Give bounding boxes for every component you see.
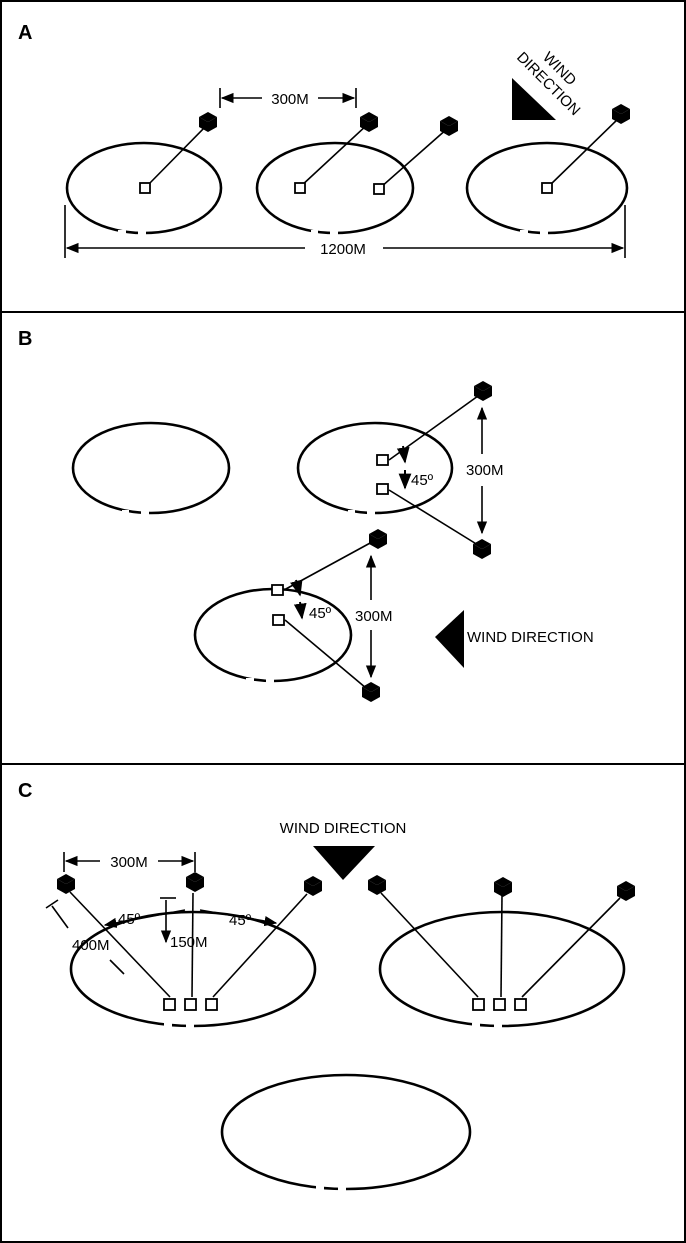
panel-b-angle-arrow [396,445,410,464]
cube-icon [473,539,491,559]
panel-b-angle-upper: 45º [411,472,434,489]
cube-icon [474,381,492,401]
panel-a-dim-300: 300M [271,91,309,108]
panel-c-angle-right: 45º [229,912,252,929]
panel-c-label: C [18,780,32,802]
cube-icon [199,112,217,132]
panel-c-line [380,892,479,998]
panel-a-label: A [18,22,32,44]
wind-triangle-icon [435,610,464,668]
square-marker-icon [184,998,197,1011]
panel-c-line [521,897,621,998]
square-marker-icon [373,183,385,195]
panel-c-dim-tick [45,899,59,909]
cube-icon [57,874,75,894]
panel-c-line [212,893,308,998]
panel-a-line-3 [379,127,449,189]
square-marker-icon [541,182,553,194]
square-marker-icon [472,998,485,1011]
panel-a-line-1 [145,123,209,188]
panel-c-line [69,891,171,998]
panel-c-dim-line [51,905,69,929]
panel-c-dim-150: 150M [170,934,208,951]
panel-c-angle-arrow [103,909,186,928]
panel-c-dim-400: 400M [72,937,110,954]
panel-c-line [500,894,503,998]
panel-c: C WIND DIRECTION 300M [0,763,686,1243]
panel-b: B 45º 300M 45 [0,311,686,765]
square-marker-icon [376,454,389,466]
cube-icon [494,877,512,897]
panel-b-ellipse-1 [71,421,231,516]
panel-b-ellipse-2 [296,421,454,516]
square-marker-icon [493,998,506,1011]
square-marker-icon [514,998,527,1011]
panel-c-dim-line [109,959,125,975]
wind-triangle-icon [313,846,375,880]
cube-icon [369,529,387,549]
panel-a-line-4 [547,116,621,188]
panel-a: A 300M [0,0,686,313]
panel-b-line [284,619,367,689]
square-marker-icon [272,614,285,626]
panel-b-angle-lower: 45º [309,605,332,622]
panel-b-dim-300-lower: 300M [355,608,393,625]
panel-b-label: B [18,328,32,350]
cube-icon [368,875,386,895]
panel-a-ellipse-2 [255,141,415,236]
square-marker-icon [294,182,306,194]
wind-triangle-icon [512,78,556,120]
cube-icon [304,876,322,896]
panel-b-line [388,489,479,546]
panel-a-dim-1200: 1200M [320,241,366,258]
square-marker-icon [163,998,176,1011]
panel-c-wind: WIND DIRECTION [280,820,407,837]
square-marker-icon [205,998,218,1011]
panel-c-angle-left: 45º [118,911,141,928]
panel-c-line [191,892,194,998]
panel-c-frame [0,763,686,1243]
panel-b-ellipse-3 [193,587,353,684]
panel-b-dim-300-upper: 300M [466,462,504,479]
cube-icon [186,872,204,892]
panel-b-angle-arrow [290,579,303,597]
panel-a-line-2 [299,123,369,188]
panel-b-angle-arrow [293,601,307,620]
panel-c-dim-300: 300M [110,854,148,871]
cube-icon [362,682,380,702]
panel-b-wind: WIND DIRECTION [467,629,594,646]
square-marker-icon [139,182,151,194]
cube-icon [612,104,630,124]
panel-c-angle-arrow [199,909,278,927]
square-marker-icon [376,483,389,495]
panel-c-ellipse-3 [220,1073,472,1192]
square-marker-icon [271,584,284,596]
panel-b-frame [0,311,686,765]
